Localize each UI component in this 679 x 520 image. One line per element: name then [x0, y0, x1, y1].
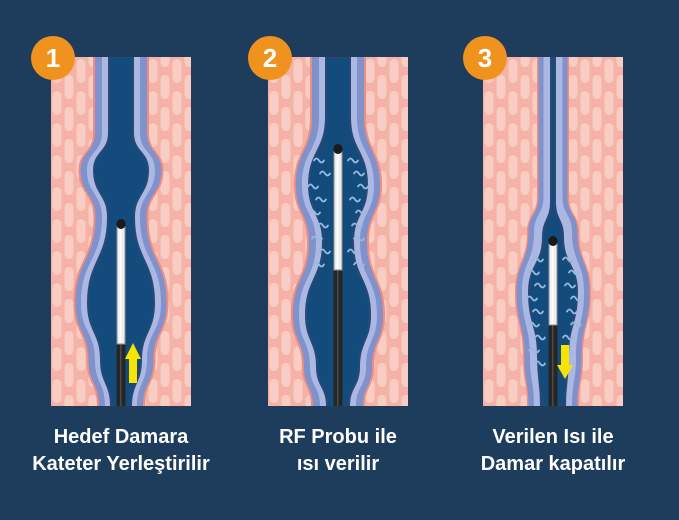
step-2-illustration [268, 57, 408, 406]
step-3-illustration [483, 57, 623, 406]
caption-line-1: Verilen Isı ile [492, 426, 614, 448]
step-caption: RF Probu ile ısı verilir [213, 424, 463, 478]
caption-line-2: Damar kapatılır [480, 453, 626, 475]
step-number-badge: 2 [248, 36, 292, 80]
step-number-badge: 1 [31, 36, 75, 80]
caption-line-1: RF Probu ile [279, 426, 397, 448]
step-panel-3: 3 [463, 36, 625, 475]
down-arrow-icon [557, 345, 573, 379]
up-arrow-icon [125, 343, 141, 383]
step-number-badge: 3 [463, 36, 507, 80]
caption-line-1: Hedef Damara [53, 426, 189, 448]
step-panel-1: 1 [31, 36, 210, 475]
caption-line-2: ısı verilir [296, 453, 380, 475]
step-panel-2: 2 [248, 36, 408, 475]
catheter-tip [116, 219, 126, 229]
caption-line-2: Kateter Yerleştirilir [32, 453, 210, 475]
rf-probe [548, 236, 558, 406]
catheter [116, 219, 126, 406]
step-caption: Verilen Isı ile Damar kapatılır [428, 424, 678, 478]
rf-probe [333, 144, 343, 406]
vein-lumen-closed [527, 57, 579, 406]
vein-sealed [515, 57, 591, 406]
probe-tip [548, 236, 558, 246]
probe-tip [333, 144, 343, 154]
step-caption: Hedef Damara Kateter Yerleştirilir [0, 424, 246, 478]
step-1-illustration [51, 57, 191, 406]
